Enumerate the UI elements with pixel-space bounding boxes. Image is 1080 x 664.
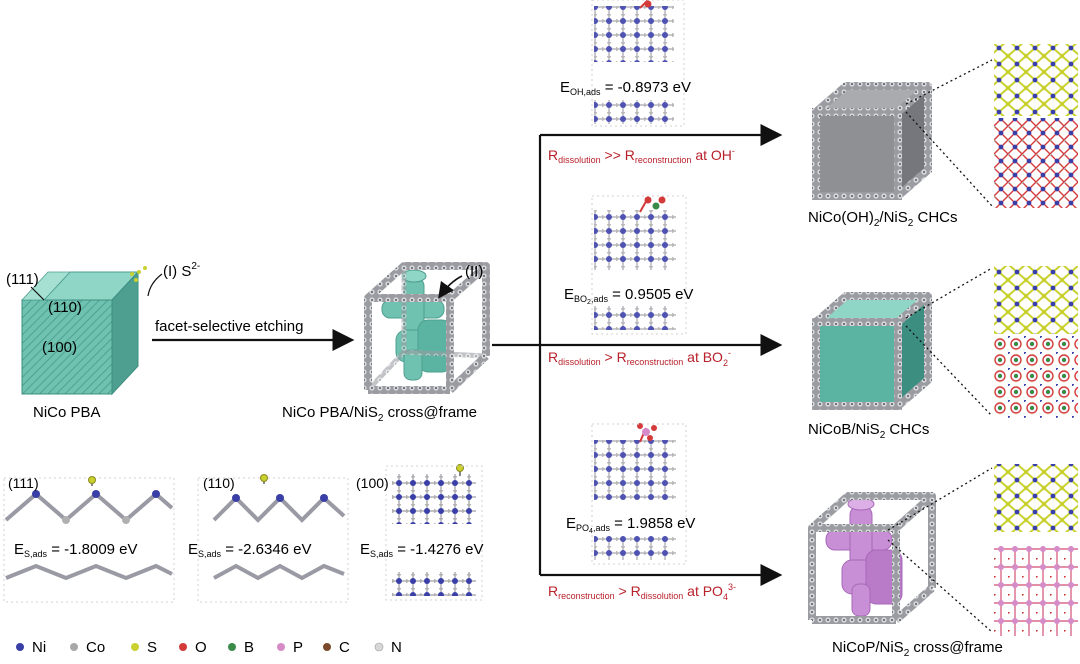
legend-dot-p [277, 643, 285, 651]
structure-b [994, 266, 1078, 418]
legend-label-b: B [244, 639, 254, 656]
energy-po4: EPO4,ads = 1.9858 eV [566, 515, 695, 535]
structure-oh [994, 44, 1078, 208]
facet-label-110: (110) [48, 299, 82, 316]
legend-label-s: S [147, 639, 157, 656]
facet-100-title: (100) [356, 475, 389, 491]
legend-label-o: O [195, 639, 207, 656]
sulfide-dots [130, 266, 147, 282]
facet-111-title: (111) [8, 475, 39, 491]
facet-label-111: (111) [6, 271, 39, 288]
slab-oh [591, 0, 685, 127]
legend-label-n: N [391, 639, 402, 656]
zoom-lines [887, 59, 993, 633]
branch-lines [492, 124, 783, 586]
legend-label-p: P [293, 639, 303, 656]
energy-bo2: EBO2,ads = 0.9505 eV [564, 286, 693, 306]
slab-s111 [3, 476, 175, 603]
energy-oh: EOH,ads = -0.8973 eV [560, 79, 691, 97]
energy-s100: ES,ads = -1.4276 eV [360, 541, 484, 559]
slab-s110 [197, 474, 349, 603]
step-ii-label: (II) [465, 263, 483, 280]
product-cross-frame-p [808, 492, 936, 624]
product-cube-oh [812, 82, 932, 200]
legend-dot-co [70, 643, 78, 651]
slab-po4 [591, 423, 687, 565]
sulfide-pointer [147, 273, 163, 297]
product-b-name: NiCoB/NiS2 CHCs [808, 421, 929, 441]
sulfide-label: (I) S2- [163, 261, 200, 280]
legend-dot-c [323, 643, 331, 651]
product-oh-name: NiCo(OH)2/NiS2 CHCs [808, 209, 957, 229]
legend-dot-n [374, 642, 384, 652]
cross-frame-name: NiCo PBA/NiS2 cross@frame [282, 404, 477, 424]
rate-oh: Rdissolution >> Rreconstruction at OH- [548, 146, 735, 165]
legend-dot-b [228, 643, 236, 651]
slab-bo2 [591, 195, 687, 335]
legend-dot-o [179, 643, 187, 651]
facet-111-pointer [30, 286, 45, 301]
energy-s111: ES,ads = -1.8009 eV [14, 541, 138, 559]
structure-p [994, 464, 1078, 636]
rate-bo2: Rdissolution > Rreconstruction at BO2- [548, 348, 731, 368]
element-legend: Ni Co S O B P C N [16, 639, 402, 656]
legend-dot-s [131, 643, 139, 651]
energy-s110: ES,ads = -2.6346 eV [188, 541, 312, 559]
legend-label-co: Co [86, 639, 105, 656]
legend-label-ni: Ni [32, 639, 46, 656]
slab-s100 [385, 464, 483, 601]
product-p-name: NiCoP/NiS2 cross@frame [832, 639, 1003, 659]
cross-frame-structure [364, 262, 490, 394]
facet-110-title: (110) [203, 475, 235, 491]
etching-label: facet-selective etching [155, 318, 303, 335]
step-ii-pointer [438, 275, 463, 299]
rate-po4: Rreconstruction > Rdissolution at PO43- [548, 582, 736, 602]
facet-label-100: (100) [42, 339, 77, 356]
legend-dot-ni [16, 643, 24, 651]
legend-label-c: C [339, 639, 350, 656]
pba-name: NiCo PBA [33, 404, 101, 421]
product-cube-b [812, 292, 932, 410]
pba-cube [21, 270, 140, 396]
